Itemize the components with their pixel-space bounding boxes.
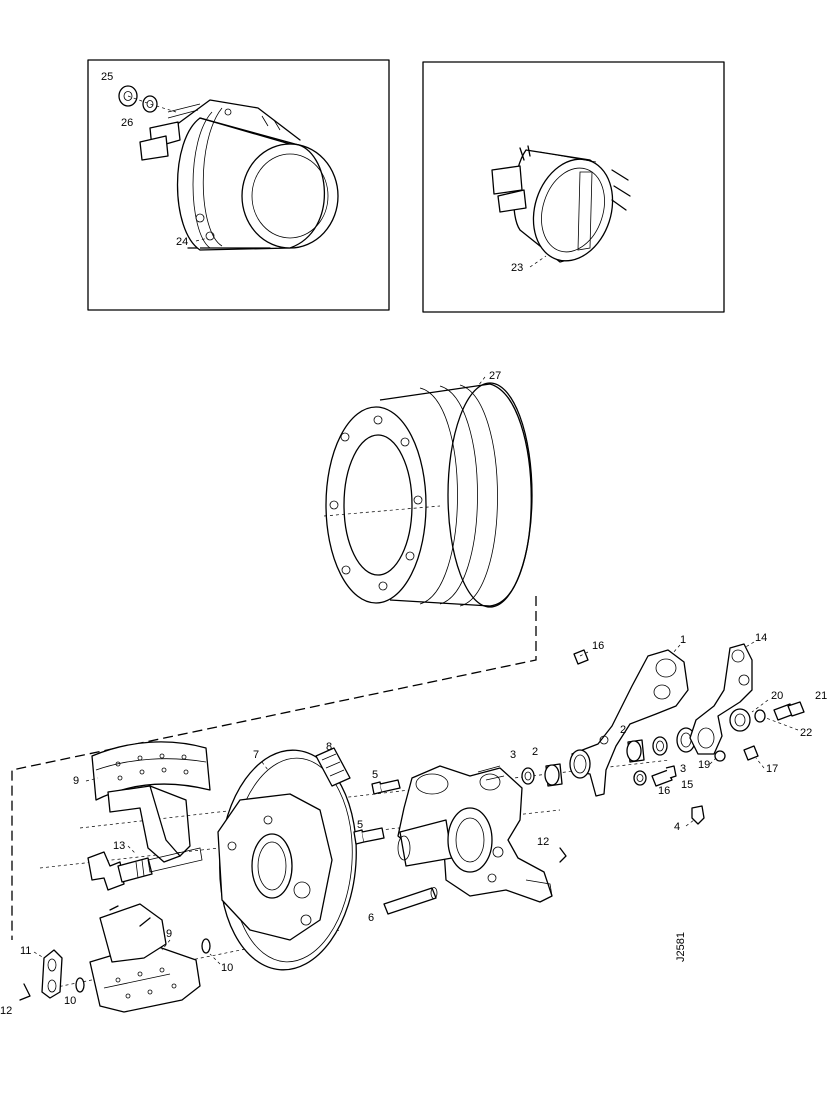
callout-21: 21 <box>815 690 827 702</box>
callout-25: 25 <box>101 71 113 83</box>
callout-6: 6 <box>368 912 374 924</box>
s-cam-shaft-13 <box>87 847 203 891</box>
bolt-5-upper <box>371 779 401 795</box>
callout-24: 24 <box>176 236 188 248</box>
callout-16-top: 16 <box>592 640 604 652</box>
bolt-21 <box>773 701 805 721</box>
bolt-17 <box>743 745 759 761</box>
callout-22: 22 <box>800 727 812 739</box>
callout-12-right: 12 <box>537 836 549 848</box>
steering-arm-1 <box>569 649 689 797</box>
callout-12-lower: 12 <box>0 1005 12 1017</box>
callout-26: 26 <box>121 117 133 129</box>
callout-5-lower: 5 <box>357 819 363 831</box>
clip-12-lower <box>19 983 31 1001</box>
callout-9-lower: 9 <box>166 928 172 940</box>
washer-22 <box>754 709 766 723</box>
bolt-5-lower <box>353 827 385 845</box>
washer-26 <box>142 95 158 113</box>
shield-clip-8 <box>315 747 351 787</box>
brake-shoe-upper-9 <box>91 741 211 863</box>
brake-drum-27 <box>323 382 533 608</box>
callout-1: 1 <box>680 634 686 646</box>
inset-frame-right <box>422 61 725 313</box>
brake-chamber-24 <box>139 99 339 251</box>
inset-brake-chamber-24: 25 26 24 <box>87 59 390 311</box>
nut-16-lower <box>633 770 647 786</box>
callout-10-b: 10 <box>64 995 76 1007</box>
reference-code: J2581 <box>675 932 687 962</box>
inset-brake-chamber-23: 23 <box>422 61 725 313</box>
callout-3-right: 3 <box>680 763 686 775</box>
seal-ring-3-left <box>521 767 535 785</box>
callout-14: 14 <box>755 632 767 644</box>
callout-2-left: 2 <box>532 746 538 758</box>
callout-16-lower: 16 <box>658 785 670 797</box>
callout-13: 13 <box>113 840 125 852</box>
callout-2-right: 2 <box>620 724 626 736</box>
bolt-15 <box>651 765 677 787</box>
callout-23: 23 <box>511 262 523 274</box>
ball-joint-20 <box>729 708 751 732</box>
retaining-plate-11 <box>41 949 63 999</box>
anchor-pin-clip-10-a <box>201 938 211 954</box>
callout-15: 15 <box>681 779 693 791</box>
anchor-pin-clip-10-b <box>75 977 85 993</box>
grease-nipple-4 <box>691 805 705 825</box>
drum-bolt-holes <box>329 415 423 591</box>
bushing-2-right <box>626 739 645 763</box>
callout-27: 27 <box>489 370 501 382</box>
clip-12-right <box>559 847 567 863</box>
callout-19: 19 <box>698 759 710 771</box>
brake-shoe-lower-9 <box>89 903 201 1013</box>
callout-8: 8 <box>326 741 332 753</box>
king-pin-6 <box>383 887 438 915</box>
callout-17: 17 <box>766 763 778 775</box>
callout-11: 11 <box>20 945 31 957</box>
callout-9-upper: 9 <box>73 775 79 787</box>
steering-lever-14 <box>689 643 753 755</box>
bushing-2-left <box>544 763 563 787</box>
callout-7: 7 <box>253 749 259 761</box>
brake-chamber-23 <box>491 145 631 263</box>
callout-10-a: 10 <box>221 962 233 974</box>
bolt-16-top <box>573 649 589 665</box>
brake-back-plate-7 <box>217 749 357 971</box>
callout-4: 4 <box>674 821 680 833</box>
callout-5-upper: 5 <box>372 769 378 781</box>
seal-ring-3-right <box>652 736 668 756</box>
callout-3-left: 3 <box>510 749 516 761</box>
steering-knuckle <box>397 765 553 903</box>
inset-frame-left <box>87 59 390 311</box>
callout-20: 20 <box>771 690 783 702</box>
grease-nipple-19 <box>714 750 726 762</box>
